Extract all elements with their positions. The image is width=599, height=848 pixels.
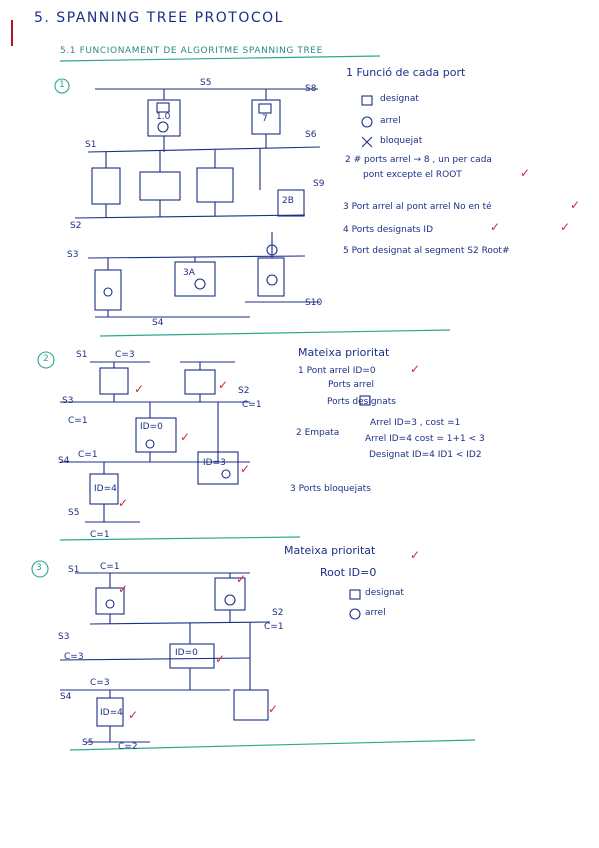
section3-separator bbox=[69, 739, 476, 751]
note-designats: Ports designats bbox=[327, 397, 396, 407]
check-mark: ✓ bbox=[268, 702, 279, 716]
s2-label: S2 bbox=[238, 386, 250, 396]
note-heading: Mateixa prioritat bbox=[284, 544, 376, 557]
section2-separator bbox=[59, 536, 301, 541]
note-designat: designat bbox=[365, 588, 404, 598]
note-ports-line2: pont excepte el ROOT bbox=[363, 170, 462, 180]
check-mark: ✓ bbox=[134, 382, 145, 396]
note-empat-line1: Arrel ID=3 , cost =1 bbox=[370, 418, 461, 428]
s3-label: S3 bbox=[58, 632, 70, 642]
cost-label: C=1 bbox=[90, 530, 110, 540]
s1-label: S1 bbox=[76, 350, 88, 360]
s3-label: S3 bbox=[62, 396, 74, 406]
legend-symbols bbox=[349, 95, 373, 620]
s4-label: S4 bbox=[152, 318, 164, 328]
note-arrel: arrel bbox=[380, 116, 401, 126]
s5-label: S5 bbox=[82, 738, 94, 748]
bridge-label: 7 bbox=[262, 114, 268, 124]
bridge-label: ID=0 bbox=[140, 422, 163, 432]
s5-label: S5 bbox=[200, 78, 212, 88]
check-mark: ✓ bbox=[215, 652, 226, 666]
check-mark: ✓ bbox=[118, 582, 129, 596]
cost-label: C=1 bbox=[242, 400, 262, 410]
check-mark: ✓ bbox=[236, 572, 247, 586]
note-funcio: 1 Funció de cada port bbox=[346, 66, 466, 79]
section3-diagram bbox=[31, 560, 271, 743]
check-mark: ✓ bbox=[118, 496, 129, 510]
bridge-label: 3A bbox=[183, 268, 195, 278]
note-arrel: arrel bbox=[365, 608, 386, 618]
s2-label: S2 bbox=[70, 221, 82, 231]
section3-number: 3 bbox=[36, 563, 42, 573]
page-subtitle: 5.1 FUNCIONAMENT DE ALGORITME SPANNING T… bbox=[60, 46, 323, 56]
page-title: 5. SPANNING TREE PROTOCOL bbox=[34, 10, 284, 26]
check-mark: ✓ bbox=[560, 220, 571, 234]
note-root: 1 Pont arrel ID=0 bbox=[298, 366, 376, 376]
check-mark: ✓ bbox=[410, 548, 421, 562]
bridge-label: 2B bbox=[282, 196, 294, 206]
note-ports-line1: 2 # ports arrel → 8 , un per cada bbox=[345, 155, 492, 165]
note-empat: 2 Empata bbox=[296, 428, 340, 438]
s9-label: S9 bbox=[313, 179, 325, 189]
note-bloquejats: 3 Ports bloquejats bbox=[290, 484, 371, 494]
s3-label: S3 bbox=[67, 250, 79, 260]
s4-label: S4 bbox=[58, 456, 70, 466]
section1-separator bbox=[99, 329, 451, 337]
check-mark: ✓ bbox=[570, 198, 581, 212]
cost-label: C=3 bbox=[90, 678, 110, 688]
note-empat-line3: Designat ID=4 ID1 < ID2 bbox=[369, 450, 482, 460]
subtitle-underline bbox=[59, 55, 381, 62]
check-mark: ✓ bbox=[218, 378, 229, 392]
section2-number: 2 bbox=[43, 354, 49, 364]
s1-label: S1 bbox=[85, 140, 97, 150]
check-mark: ✓ bbox=[128, 708, 139, 722]
s6-label: S6 bbox=[305, 130, 317, 140]
note-arrel: Ports arrel bbox=[328, 380, 374, 390]
note-port-arrel-root: 3 Port arrel al pont arrel No en té bbox=[343, 202, 492, 212]
check-mark: ✓ bbox=[240, 462, 251, 476]
s4-label: S4 bbox=[60, 692, 72, 702]
note-empat-line2: Arrel ID=4 cost = 1+1 < 3 bbox=[365, 434, 485, 444]
note-bloquejat: bloquejat bbox=[380, 136, 423, 146]
bridge-label: ID=4 bbox=[100, 708, 123, 718]
cost-label: C=1 bbox=[100, 562, 120, 572]
note-port-designat-s2: 5 Port designat al segment S2 Root# bbox=[343, 246, 510, 256]
section1-diagram bbox=[54, 78, 321, 318]
s5-label: S5 bbox=[68, 508, 80, 518]
cost-label: C=1 bbox=[78, 450, 98, 460]
note-root: Root ID=0 bbox=[320, 566, 377, 579]
note-heading: Mateixa prioritat bbox=[298, 346, 390, 359]
section2-diagram bbox=[37, 351, 250, 523]
cost-label: C=1 bbox=[264, 622, 284, 632]
bridge-label: ID=4 bbox=[94, 484, 117, 494]
bridge-label: ID=0 bbox=[175, 648, 198, 658]
s10-label: S10 bbox=[305, 298, 323, 308]
cost-label: C=3 bbox=[64, 652, 84, 662]
bridge-label: ID=3 bbox=[203, 458, 226, 468]
section1-number: 1 bbox=[59, 80, 65, 90]
s2-label: S2 bbox=[272, 608, 284, 618]
check-mark: ✓ bbox=[410, 362, 421, 376]
check-mark: ✓ bbox=[490, 220, 501, 234]
check-mark: ✓ bbox=[520, 166, 531, 180]
cost-label: C=3 bbox=[115, 350, 135, 360]
bridge-label: 1.0 bbox=[156, 112, 171, 122]
note-ports-designats: 4 Ports designats ID bbox=[343, 225, 434, 235]
cost-label: C=2 bbox=[118, 742, 138, 752]
s1-label: S1 bbox=[68, 565, 80, 575]
note-designat: designat bbox=[380, 94, 419, 104]
check-mark: ✓ bbox=[180, 430, 191, 444]
s8-label: S8 bbox=[305, 84, 317, 94]
cost-label: C=1 bbox=[68, 416, 88, 426]
